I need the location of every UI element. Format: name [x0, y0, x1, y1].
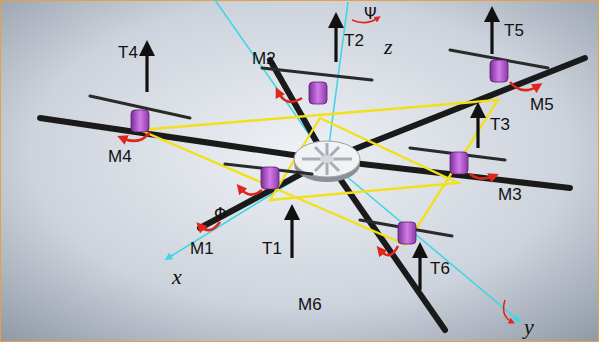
motors	[131, 60, 508, 244]
moment-arrows	[122, 18, 538, 322]
axis-label: z	[384, 36, 393, 58]
moment-label: M4	[108, 148, 132, 165]
propellers	[90, 50, 548, 236]
yaw-symbol: Ψ	[364, 6, 377, 22]
arms	[40, 58, 585, 330]
thrust-arrows	[147, 14, 492, 290]
moment-label: M6	[298, 296, 322, 313]
roll-symbol: Φ	[214, 206, 227, 222]
thrust-label: T3	[490, 116, 510, 133]
moment-label: M1	[190, 240, 214, 257]
moment-label: M2	[252, 50, 276, 67]
moment-label: M3	[498, 186, 522, 203]
axis-label: y	[524, 316, 534, 338]
thrust-label: T4	[118, 44, 138, 61]
thrust-label: T6	[430, 260, 450, 277]
moment-label: M5	[530, 96, 554, 113]
thrust-label: T1	[262, 240, 282, 257]
axis-label: x	[172, 266, 182, 288]
thrust-label: T5	[504, 22, 524, 39]
axes	[168, 0, 518, 320]
hub	[294, 141, 360, 182]
thrust-label: T2	[344, 32, 364, 49]
frame-triangles	[140, 100, 498, 245]
